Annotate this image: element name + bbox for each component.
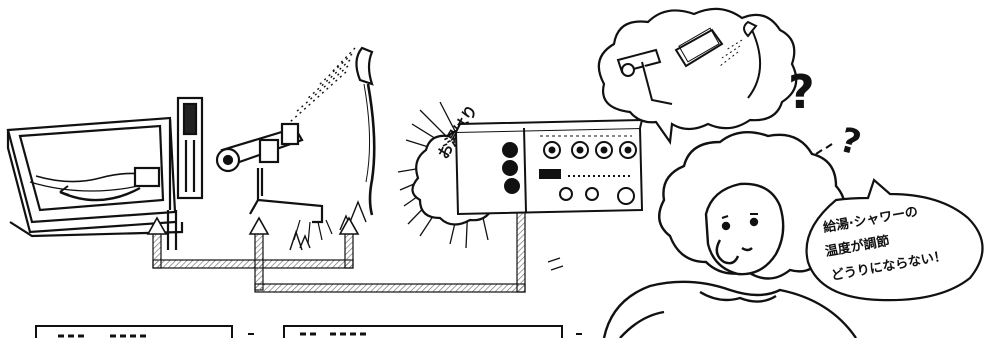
bathtub-icon <box>8 118 182 236</box>
faucet-icon <box>217 124 332 250</box>
question-mark: ? <box>788 65 815 119</box>
cropped-label-boxes <box>36 326 582 338</box>
question-mark-small: ? <box>836 120 865 164</box>
supply-pipes <box>148 210 525 292</box>
control-panel-icon <box>456 120 642 214</box>
dash-marks <box>816 144 832 154</box>
sound-marks <box>548 258 563 270</box>
